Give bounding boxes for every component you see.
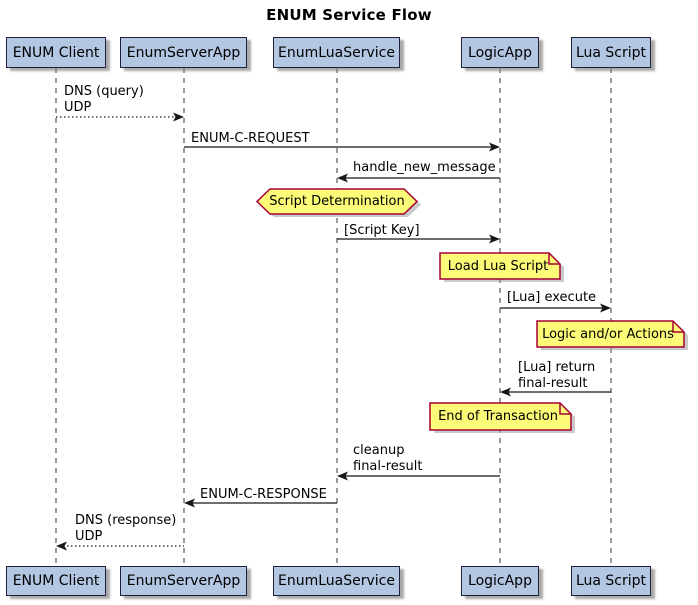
arrowhead-right-icon <box>489 142 500 152</box>
note-fold-icon <box>672 321 684 333</box>
note-load-lua-script-label: Load Lua Script <box>447 258 549 274</box>
arrowhead-right-icon <box>600 303 611 313</box>
message-label-lua-return: [Lua] return final-result <box>518 360 595 392</box>
arrowhead-left-icon <box>56 541 67 551</box>
participant-label: LogicApp <box>468 573 532 589</box>
diagram-title: ENUM Service Flow <box>266 6 432 24</box>
message-line: ENUM-C-RESPONSE <box>200 487 327 502</box>
arrowhead-left-icon <box>337 471 348 481</box>
note-end-of-transaction-label: End of Transaction <box>438 409 558 424</box>
arrowhead-right-icon <box>173 112 184 122</box>
message-label-cleanup: cleanup final-result <box>353 443 422 475</box>
participant-label: Lua Script <box>575 44 647 61</box>
message-line: [Script Key] <box>344 223 420 238</box>
message-line: DNS (query) <box>64 84 144 99</box>
message-arrow-enum-c-response <box>184 498 337 508</box>
participant-label: Lua Script <box>575 573 647 589</box>
message-label-handle-new-message: handle_new_message <box>353 160 496 176</box>
arrowhead-left-icon <box>500 387 511 397</box>
message-line: UDP <box>75 529 103 544</box>
arrowhead-right-icon <box>489 234 500 244</box>
participant-enum-client-bottom: ENUM Client <box>6 566 106 596</box>
participant-enumserverapp-bottom: EnumServerApp <box>120 566 247 596</box>
participant-label: EnumServerApp <box>126 573 241 589</box>
message-arrow-lua-return <box>500 387 611 397</box>
participant-enumserverapp-top: EnumServerApp <box>120 37 247 68</box>
message-line: final-result <box>353 459 423 474</box>
message-line: [Lua] execute <box>507 290 597 305</box>
message-line: DNS (response) <box>75 513 177 528</box>
participant-label: ENUM Client <box>12 44 100 61</box>
participant-lua-script-top: Lua Script <box>571 37 651 68</box>
participant-label: EnumServerApp <box>126 44 241 61</box>
message-arrow-script-key <box>337 234 500 244</box>
message-label-lua-execute: [Lua] execute <box>507 290 596 306</box>
message-line: UDP <box>64 100 92 115</box>
message-label-script-key: [Script Key] <box>344 223 420 239</box>
message-arrow-handle-new-message <box>337 173 500 183</box>
note-load-lua-script-shape <box>439 252 564 282</box>
participant-label: LogicApp <box>468 44 532 61</box>
participant-enumluaservice-bottom: EnumLuaService <box>273 566 400 596</box>
arrowhead-left-icon <box>184 498 195 508</box>
participant-lua-script-bottom: Lua Script <box>571 566 651 596</box>
message-line: final-result <box>518 376 588 391</box>
participant-logicapp-bottom: LogicApp <box>461 566 539 596</box>
note-fold-icon <box>548 253 560 265</box>
participant-label: ENUM Client <box>12 573 100 589</box>
lifelines <box>55 68 612 566</box>
participant-label: EnumLuaService <box>278 44 395 61</box>
message-arrow-enum-c-request <box>184 142 500 152</box>
note-end-of-transaction-shape <box>429 402 575 433</box>
hexnote-script-determination-shape <box>255 188 421 217</box>
note-fold-icon <box>559 403 571 415</box>
message-line: [Lua] return <box>518 360 596 375</box>
hexnote-script-determination-label: Script Determination <box>269 194 405 209</box>
message-label-enum-c-request: ENUM-C-REQUEST <box>191 131 310 147</box>
message-label-enum-c-response: ENUM-C-RESPONSE <box>200 487 327 503</box>
message-arrow-dns-query <box>56 112 184 122</box>
message-arrow-dns-response <box>56 541 184 551</box>
message-line: handle_new_message <box>353 160 496 175</box>
message-arrow-cleanup <box>337 471 500 481</box>
participant-enumluaservice-top: EnumLuaService <box>273 37 400 68</box>
arrowhead-left-icon <box>337 173 348 183</box>
participant-enum-client-top: ENUM Client <box>6 37 106 68</box>
message-label-dns-response: DNS (response) UDP <box>75 513 176 545</box>
participant-logicapp-top: LogicApp <box>461 37 539 68</box>
note-logic-actions-shape <box>536 320 688 350</box>
participant-label: EnumLuaService <box>278 573 395 589</box>
message-label-dns-query: DNS (query) UDP <box>64 84 144 116</box>
message-line: cleanup <box>353 443 405 458</box>
message-line: ENUM-C-REQUEST <box>191 131 310 146</box>
note-logic-actions-label: Logic and/or Actions <box>542 326 674 342</box>
message-arrow-lua-execute <box>500 303 611 313</box>
